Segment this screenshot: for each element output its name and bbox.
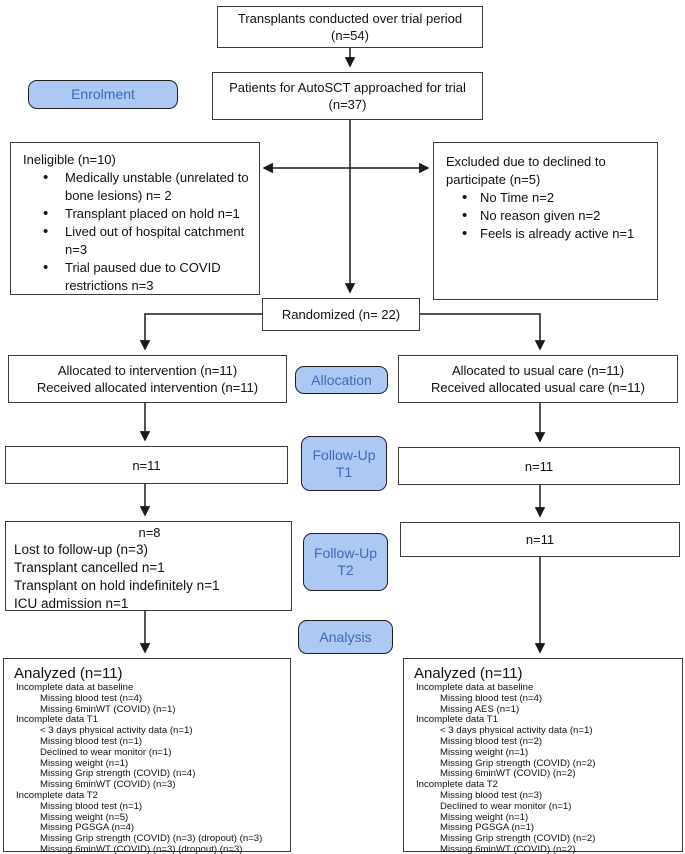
stage-label-enrolment: Enrolment — [28, 80, 178, 109]
ineligible-bullet-list: Medically unstable (unrelated to bone le… — [23, 169, 253, 295]
transplants-count: (n=54) — [331, 28, 369, 43]
analyzed-left-title: Analyzed (n=11) — [14, 665, 123, 682]
analyzed-right-detail-line: Missing blood test (n=3) — [440, 789, 543, 801]
patients-box: Patients for AutoSCT approached for tria… — [212, 72, 483, 120]
transplants-box: Transplants conducted over trial period … — [217, 6, 483, 48]
t2-left-detail-line: ICU admission n=1 — [14, 596, 129, 611]
analyzed-left-detail-line: Missing 6minWT (COVID) (n=1) — [40, 703, 176, 715]
analyzed-left-detail-line: Missing blood test (n=1) — [40, 800, 143, 812]
analyzed-left-detail-line: Missing 6minWT (COVID) (n=3) (dropout) (… — [40, 843, 243, 854]
analyzed-right-detail-line: Missing PGSGA (n=1) — [440, 822, 535, 834]
t2-label-line1: Follow-Up — [313, 545, 377, 561]
ineligible-title: Ineligible (n=10) — [23, 152, 116, 167]
t2-right-count: n=11 — [525, 532, 555, 547]
analyzed-left-detail-line: Missing blood test (n=4) — [40, 692, 143, 704]
t2-label-line2: T2 — [337, 562, 354, 578]
t2-left-detail-list: Lost to follow-up (n=3) Transplant cancel… — [14, 541, 285, 613]
ineligible-box: Ineligible (n=10) Medically unstable (un… — [10, 142, 260, 295]
patients-count: (n=37) — [328, 97, 367, 112]
randomized-box: Randomized (n= 22) — [262, 298, 420, 331]
analyzed-left-detail-line: < 3 days physical activity data (n=1) — [40, 725, 193, 737]
ineligible-bullet: Medically unstable (unrelated to bone le… — [23, 169, 253, 205]
followup-t1-usualcare-box: n=11 — [398, 447, 680, 485]
analyzed-right-detail-line: Missing Grip strength (COVID) (n=2) — [440, 833, 596, 845]
analyzed-usualcare-box: Analyzed (n=11) Incomplete data at basel… — [403, 658, 683, 854]
analyzed-right-detail-line: < 3 days physical activity data (n=1) — [440, 725, 593, 737]
excluded-box: Excluded due to declined to participate … — [433, 142, 658, 300]
excluded-bullet: Feels is already active n=1 — [446, 225, 651, 243]
arrow-randomized-to-usualcare — [420, 313, 546, 351]
ineligible-bullet: Lived out of hospital catchment n=3 — [23, 223, 253, 259]
analyzed-right-detail-line: Missing Grip strength (COVID) (n=2) — [440, 757, 596, 769]
followup-t2-intervention-box: n=8 Lost to follow-up (n=3) Transplant ca… — [5, 521, 292, 611]
patients-line1: Patients for AutoSCT approached for tria… — [229, 80, 466, 95]
analyzed-right-detail-line: Declined to wear monitor (n=1) — [440, 800, 572, 812]
alloc-usual-line1: Allocated to usual care (n=11) — [451, 363, 625, 378]
stage-label-followup-t1: Follow-Up T1 — [301, 436, 387, 491]
allocated-intervention-box: Allocated to intervention (n=11) Receive… — [8, 355, 287, 403]
analyzed-intervention-box: Analyzed (n=11) Incomplete data at basel… — [3, 658, 291, 854]
stage-label-followup-t2: Follow-Up T2 — [303, 533, 388, 591]
enrolment-label-text: Enrolment — [71, 86, 135, 102]
t1-left-count: n=11 — [132, 457, 161, 473]
followup-t1-intervention-box: n=11 — [5, 446, 288, 484]
t2-left-count: n=8 — [138, 525, 161, 540]
stage-label-analysis: Analysis — [298, 620, 393, 654]
analyzed-left-detail-line: Missing Grip strength (COVID) (n=4) — [40, 768, 196, 780]
analyzed-left-detail-line: Incomplete data T1 — [16, 714, 98, 726]
ineligible-bullet: Transplant placed on hold n=1 — [23, 205, 253, 223]
analyzed-right-detail-line: Missing weight (n=1) — [440, 746, 529, 758]
analyzed-right-detail-line: Incomplete data T2 — [416, 779, 498, 791]
analyzed-left-detail-line: Missing 6minWT (COVID) (n=3) — [40, 779, 176, 791]
t2-left-detail-line: Transplant cancelled n=1 — [14, 560, 165, 575]
analyzed-right-detail-line: Missing weight (n=1) — [440, 811, 529, 823]
transplants-line1: Transplants conducted over trial period — [237, 11, 463, 26]
excluded-bullet: No Time n=2 — [446, 189, 651, 207]
t2-left-detail-line: Transplant on hold indefinitely n=1 — [14, 578, 220, 593]
excluded-bullet: No reason given n=2 — [446, 207, 651, 225]
analyzed-right-detail-line: Missing 6minWT (COVID) (n=2) — [440, 768, 576, 780]
followup-t2-usualcare-box: n=11 — [400, 522, 680, 557]
analyzed-right-title: Analyzed (n=11) — [414, 665, 523, 682]
allocation-label-text: Allocation — [311, 371, 372, 388]
alloc-intervention-line1: Allocated to intervention (n=11) — [57, 363, 238, 378]
alloc-usual-line2: Received allocated usual care (n=11) — [430, 380, 646, 395]
analyzed-left-detail-line: Missing Grip strength (COVID) (n=3) (dro… — [40, 833, 263, 845]
allocated-usualcare-box: Allocated to usual care (n=11) Received … — [398, 355, 678, 403]
alloc-intervention-line2: Received allocated intervention (n=11) — [36, 380, 259, 395]
analyzed-left-detail-line: Missing PGSGA (n=4) — [40, 822, 135, 834]
arrow-randomized-to-intervention — [139, 313, 262, 351]
analyzed-left-detail-line: Missing blood test (n=1) — [40, 735, 143, 747]
stage-label-allocation: Allocation — [295, 366, 388, 394]
t2-left-detail-line: Lost to follow-up (n=3) — [14, 542, 148, 557]
analyzed-left-detail-line: Incomplete data T2 — [16, 789, 98, 801]
analyzed-right-detail-line: Missing blood test (n=4) — [440, 692, 543, 704]
analyzed-right-detail-line: Incomplete data T1 — [416, 714, 498, 726]
randomized-label: Randomized (n= 22) — [281, 307, 401, 322]
excluded-title: Excluded due to declined to participate … — [446, 154, 606, 187]
analyzed-left-detail-line: Missing weight (n=5) — [40, 811, 129, 823]
ineligible-bullet: Trial paused due to COVID restrictions n… — [23, 259, 253, 295]
analyzed-right-detail-line: Incomplete data at baseline — [416, 682, 534, 693]
analyzed-right-detail-line: Missing blood test (n=2) — [440, 735, 543, 747]
analysis-label-text: Analysis — [319, 628, 372, 645]
analyzed-left-detail-line: Missing weight (n=1) — [40, 757, 129, 769]
t1-label-line1: Follow-Up — [312, 446, 376, 463]
analyzed-right-detail-line: Missing AES (n=1) — [440, 703, 520, 715]
t1-right-count: n=11 — [524, 458, 554, 474]
t1-label-line2: T1 — [335, 463, 353, 480]
analyzed-left-detail-line: Declined to wear monitor (n=1) — [40, 746, 172, 758]
excluded-bullet-list: No Time n=2No reason given n=2Feels is a… — [446, 189, 651, 243]
analyzed-right-detail-line: Missing 6minWT (COVID) (n=2) — [440, 843, 576, 854]
analyzed-left-detail-line: Incomplete data at baseline — [16, 682, 134, 693]
